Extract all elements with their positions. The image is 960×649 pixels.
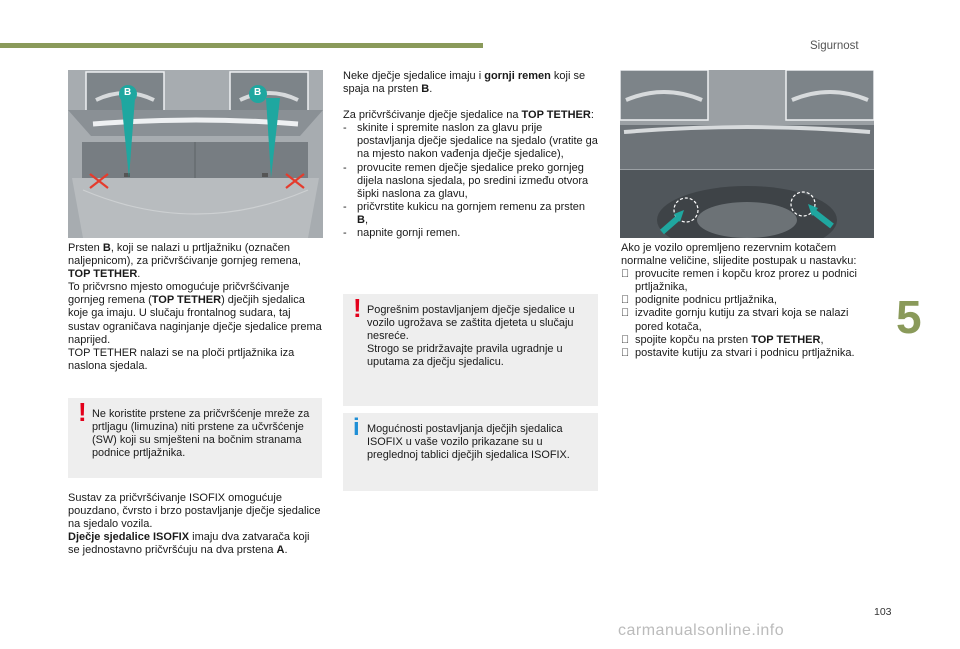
warning-text: Pogrešnim postavljanjem dječje sjedalice… [367,304,575,368]
bullet-icon:  [621,294,629,307]
trunk-illustration: B B [68,70,323,238]
paragraph-top-strap: Neke dječje sjedalice imaju i gornji rem… [343,70,586,96]
list-item: podignite podnicu prtljažnika, [621,294,877,307]
paragraph-location: TOP TETHER nalazi se na ploči prtljažnik… [68,346,295,372]
paragraph-isofix-rings: Dječje sjedalice ISOFIX imaju dva zatvar… [68,531,310,557]
bullet-icon:  [621,334,629,347]
info-icon: i [353,414,360,441]
section-title: Sigurnost [810,40,859,52]
paragraph-spare-wheel: Ako je vozilo opremljeno rezervnim kotač… [621,242,857,268]
list-item: -skinite i spremite naslon za glavu prij… [343,122,598,161]
watermark: carmanualsonline.info [618,622,785,639]
isofix-text: Sustav za pričvršćivanje ISOFIX omogućuj… [68,492,324,557]
ring-b-label-right: B [254,87,262,98]
spare-wheel-illustration [620,70,874,238]
header-accent-bar [0,43,483,48]
middle-text: Neke dječje sjedalice imaju i gornji rem… [343,70,599,240]
paragraph-ring-b: Prsten B, koji se nalazi u prtljažniku (… [68,242,301,281]
warning-icon: ! [78,397,87,427]
warning-icon: ! [353,293,362,323]
trunk-drawing [68,70,323,238]
left-intro-text: Prsten B, koji se nalazi u prtljažniku (… [68,242,324,373]
paragraph-isofix: Sustav za pričvršćivanje ISOFIX omogućuj… [68,492,321,531]
chapter-number: 5 [896,291,922,343]
list-item: -napnite gornji remen. [343,227,461,240]
list-item: -provucite remen dječje sjedalice preko … [343,161,589,200]
right-text: Ako je vozilo opremljeno rezervnim kotač… [621,242,877,360]
bullet-icon:  [621,268,629,281]
page-number: 103 [874,606,892,618]
list-item: postavite kutiju za stvari i podnicu pr… [621,347,877,360]
procedure-list: -skinite i spremite naslon za glavu prij… [343,122,599,240]
info-text: Mogućnosti postavljanja dječjih sjedalic… [367,423,570,461]
spare-wheel-drawing [620,70,874,238]
warning-box-middle: ! Pogrešnim postavljanjem dječje sjedali… [343,294,598,406]
list-item: provucite remen i kopču kroz prorez u p… [621,268,877,294]
ring-b-label-left: B [124,87,132,98]
list-item: izvadite gornju kutiju za stvari koja s… [621,307,877,333]
warning-box-left: ! Ne koristite prstene za pričvršćenje m… [68,398,322,478]
list-item: spojite kopču na prsten TOP TETHER, [621,334,877,347]
bullet-icon:  [621,307,629,320]
bullet-icon:  [621,347,629,360]
paragraph-procedure-title: Za pričvršćivanje dječje sjedalice na TO… [343,109,594,122]
paragraph-top-tether: To pričvrsno mjesto omogućuje pričvršćiv… [68,281,322,346]
warning-text: Ne koristite prstene za pričvršćenje mre… [92,408,310,459]
info-box-middle: i Mogućnosti postavljanja dječjih sjedal… [343,413,598,491]
list-item: -pričvrstite kukicu na gornjem remenu za… [343,200,586,226]
spare-wheel-steps: provucite remen i kopču kroz prorez u p… [621,268,877,360]
